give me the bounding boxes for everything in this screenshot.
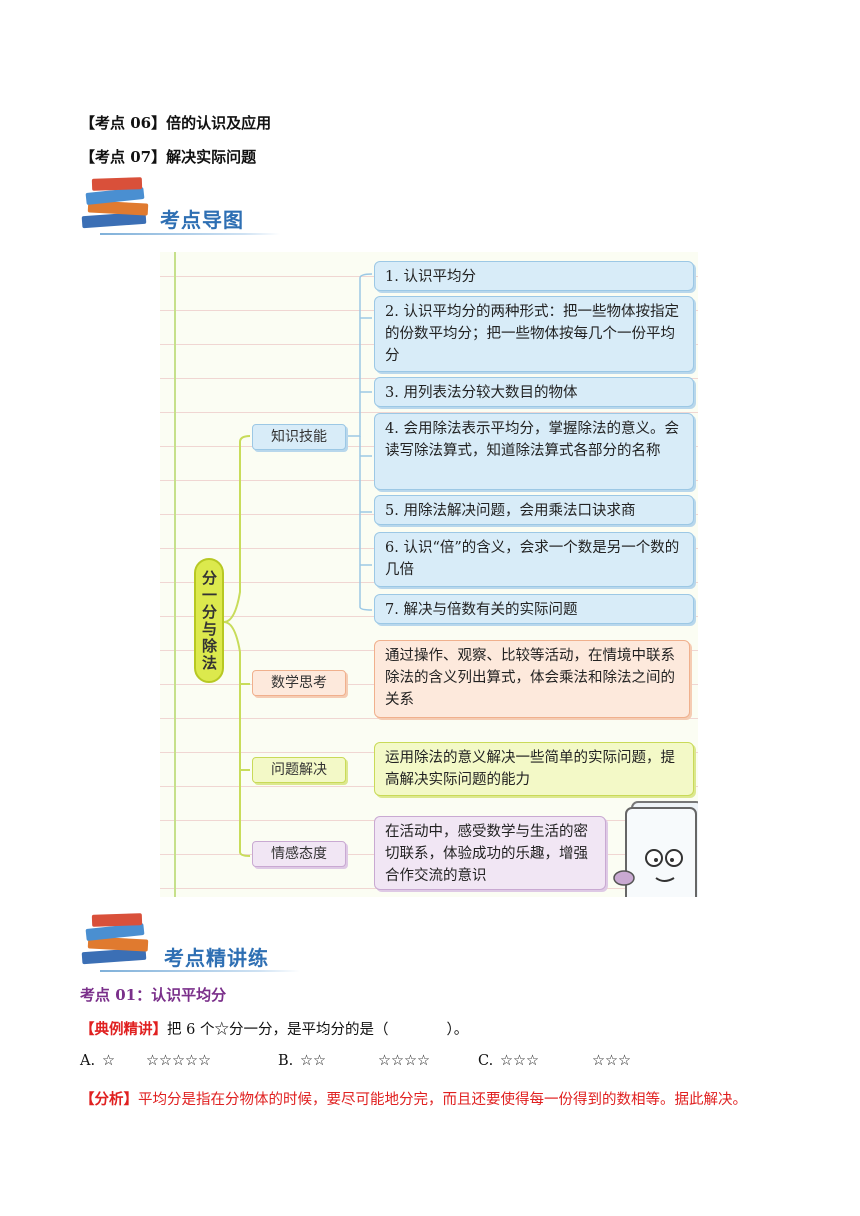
knowledge-item: 2. 认识平均分的两种形式：把一些物体按指定的份数平均分；把一些物体按每几个一份… <box>374 296 694 372</box>
knowledge-item: 6. 认识“倍”的含义，会求一个数是另一个数的几倍 <box>374 532 694 587</box>
knowledge-item: 4. 会用除法表示平均分，掌握除法的意义。会读写除法算式，知道除法算式各部分的名… <box>374 413 694 490</box>
example-question: 【典例精讲】把 6 个☆分一分，是平均分的是（ ）。 <box>80 1021 469 1038</box>
analysis: 【分析】平均分是指在分物体的时候，要尽可能地分完，而且还要使得每一份得到的数相等… <box>80 1091 747 1108</box>
book-character-icon <box>613 801 698 897</box>
margin-line <box>174 252 176 897</box>
point-heading: 考点 01：认识平均分 <box>80 986 227 1004</box>
mind-map: 分一分与除法 知识技能 数学思考 问题解决 情感态度 1. 认识平均分 2. 认… <box>160 252 698 897</box>
connector-lines <box>223 273 373 857</box>
books-icon <box>78 912 158 972</box>
center-topic: 分一分与除法 <box>194 558 224 683</box>
title-underline <box>100 970 300 972</box>
knowledge-item: 7. 解决与倍数有关的实际问题 <box>374 594 694 624</box>
emotion-box: 在活动中，感受数学与生活的密切联系，体验成功的乐趣，增强合作交流的意识 <box>374 816 606 890</box>
thinking-box: 通过操作、观察、比较等活动，在情境中联系除法的含义列出算式，体会乘法和除法之间的… <box>374 640 690 718</box>
branch-emotion: 情感态度 <box>252 841 346 867</box>
branch-problem: 问题解决 <box>252 757 346 783</box>
title-underline <box>100 233 280 235</box>
problem-box: 运用除法的意义解决一些简单的实际问题，提高解决实际问题的能力 <box>374 742 694 796</box>
branch-thinking: 数学思考 <box>252 670 346 696</box>
knowledge-item: 5. 用除法解决问题，会用乘法口诀求商 <box>374 495 694 525</box>
branch-knowledge: 知识技能 <box>252 424 346 450</box>
section-title-map: 考点导图 <box>160 208 244 232</box>
topic-06: 【考点 06】倍的认识及应用 <box>80 114 272 132</box>
knowledge-item: 1. 认识平均分 <box>374 261 694 291</box>
knowledge-item: 3. 用列表法分较大数目的物体 <box>374 377 694 407</box>
topic-07: 【考点 07】解决实际问题 <box>80 148 257 166</box>
books-icon <box>78 176 158 236</box>
section-title-practice: 考点精讲练 <box>164 946 269 970</box>
